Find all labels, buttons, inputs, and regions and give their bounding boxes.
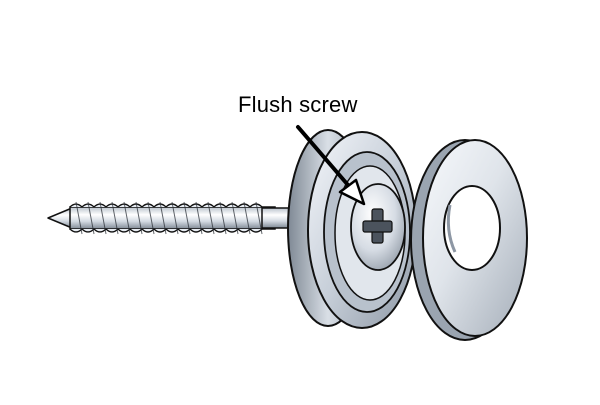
screw-head (350, 183, 406, 271)
screw-thread-lines (75, 201, 263, 235)
screw-shaft (47, 201, 303, 235)
washer (410, 139, 528, 341)
screw-threads (69, 203, 263, 233)
phillips-cross-icon (362, 208, 393, 244)
callout-arrow (296, 125, 366, 206)
callout-label: Flush screw (238, 92, 358, 117)
